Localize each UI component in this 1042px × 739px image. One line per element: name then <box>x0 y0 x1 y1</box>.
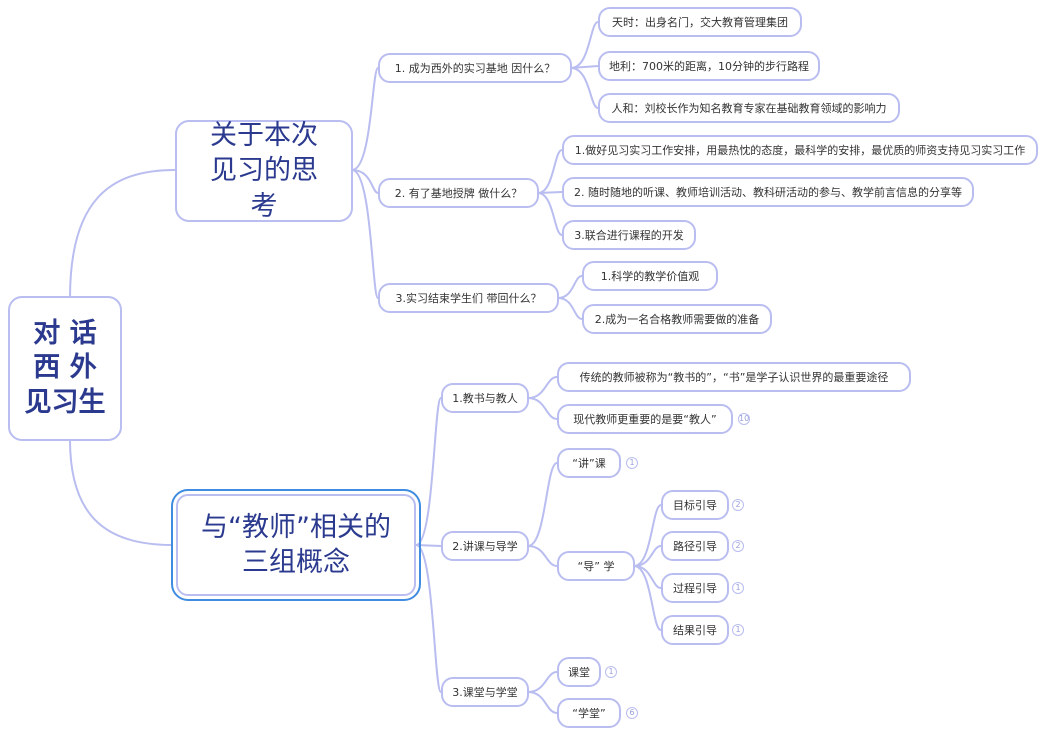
question-1-label: 1. 成为西外的实习基地 因什么？ <box>394 62 556 75</box>
concept-1-node[interactable]: 1.教书与教人 <box>441 383 529 413</box>
c3-item-xuetang[interactable]: “学堂” <box>557 698 621 728</box>
q2-item-3-label: 3.联合进行课程的开发 <box>574 229 684 242</box>
q2-item-1[interactable]: 1.做好见习实习工作安排，用最热忱的态度，最科学的安排，最优质的师资支持见习实习… <box>562 135 1038 165</box>
c1-item-modern[interactable]: 现代教师更重要的是要“教人” <box>557 404 733 434</box>
q3-item-2[interactable]: 2.成为一名合格教师需要做的准备 <box>582 304 772 334</box>
c2-item-jiang-label: “讲”课 <box>572 457 606 470</box>
dao-goal-count-badge: 2 <box>732 499 744 511</box>
question-3-label: 3.实习结束学生们 带回什么？ <box>395 292 542 305</box>
branch-reflection-label: 关于本次见习的思考 <box>210 120 318 222</box>
branch-teacher-concepts-label: 与“教师”相关的三组概念 <box>201 511 391 578</box>
c1-item-traditional-label: 传统的教师被称为“教书的”，“书”是学子认识世界的最重要途径 <box>579 371 889 384</box>
dao-item-result[interactable]: 结果引导 <box>661 615 729 645</box>
dao-item-process[interactable]: 过程引导 <box>661 573 729 603</box>
branch-reflection[interactable]: 关于本次见习的思考 <box>175 120 353 222</box>
q2-item-2-label: 2. 随时随地的听课、教师培训活动、教科研活动的参与、教学前言信息的分享等 <box>574 186 962 199</box>
dao-item-path-label: 路径引导 <box>673 540 717 553</box>
c3-ketang-count-badge: 1 <box>605 666 617 678</box>
root-topic-label: 对 话 西 外 见习生 <box>24 317 106 418</box>
c3-item-ketang[interactable]: 课堂 <box>557 657 601 687</box>
branch-teacher-concepts[interactable]: 与“教师”相关的三组概念 <box>171 489 421 601</box>
c3-item-xuetang-label: “学堂” <box>572 707 606 720</box>
q1-item-dili-label: 地利：700米的距离，10分钟的步行路程 <box>609 60 809 73</box>
c2-jiang-count-badge: 1 <box>626 457 638 469</box>
c2-item-dao-label: “导” 学 <box>577 560 615 573</box>
root-topic[interactable]: 对 话 西 外 见习生 <box>8 296 122 441</box>
c1-item-modern-label: 现代教师更重要的是要“教人” <box>573 413 717 426</box>
question-3-node[interactable]: 3.实习结束学生们 带回什么？ <box>378 283 559 313</box>
q3-item-1-label: 1.科学的教学价值观 <box>600 270 700 283</box>
dao-path-count-badge: 2 <box>732 540 744 552</box>
question-2-label: 2. 有了基地授牌 做什么？ <box>394 187 523 200</box>
q2-item-1-label: 1.做好见习实习工作安排，用最热忱的态度，最科学的安排，最优质的师资支持见习实习… <box>574 144 1026 157</box>
c2-item-dao[interactable]: “导” 学 <box>557 551 635 581</box>
q1-item-renhe-label: 人和：刘校长作为知名教育专家在基础教育领域的影响力 <box>611 102 887 115</box>
c2-item-jiang[interactable]: “讲”课 <box>557 448 621 478</box>
c3-item-ketang-label: 课堂 <box>568 666 590 679</box>
q2-item-2[interactable]: 2. 随时随地的听课、教师培训活动、教科研活动的参与、教学前言信息的分享等 <box>562 177 974 207</box>
concept-1-label: 1.教书与教人 <box>452 392 518 405</box>
concept-2-label: 2.讲课与导学 <box>452 540 518 553</box>
q3-item-1[interactable]: 1.科学的教学价值观 <box>582 261 718 291</box>
q1-item-renhe[interactable]: 人和：刘校长作为知名教育专家在基础教育领域的影响力 <box>598 93 900 123</box>
dao-item-path[interactable]: 路径引导 <box>661 531 729 561</box>
q1-item-tianshi-label: 天时：出身名门，交大教育管理集团 <box>612 16 788 29</box>
question-1-node[interactable]: 1. 成为西外的实习基地 因什么？ <box>378 53 572 83</box>
concept-3-node[interactable]: 3.课堂与学堂 <box>441 677 529 707</box>
q1-item-dili[interactable]: 地利：700米的距离，10分钟的步行路程 <box>598 51 820 81</box>
concept-2-node[interactable]: 2.讲课与导学 <box>441 531 529 561</box>
c3-xuetang-count-badge: 6 <box>626 707 638 719</box>
dao-result-count-badge: 1 <box>732 624 744 636</box>
concept-3-label: 3.课堂与学堂 <box>452 686 518 699</box>
c1-modern-count-badge: 10 <box>738 413 750 425</box>
dao-item-goal-label: 目标引导 <box>673 499 717 512</box>
dao-process-count-badge: 1 <box>732 582 744 594</box>
dao-item-process-label: 过程引导 <box>673 582 717 595</box>
q2-item-3[interactable]: 3.联合进行课程的开发 <box>562 220 696 250</box>
q1-item-tianshi[interactable]: 天时：出身名门，交大教育管理集团 <box>598 7 802 37</box>
q3-item-2-label: 2.成为一名合格教师需要做的准备 <box>594 313 760 326</box>
dao-item-goal[interactable]: 目标引导 <box>661 490 729 520</box>
dao-item-result-label: 结果引导 <box>673 624 717 637</box>
c1-item-traditional[interactable]: 传统的教师被称为“教书的”，“书”是学子认识世界的最重要途径 <box>557 362 911 392</box>
question-2-node[interactable]: 2. 有了基地授牌 做什么？ <box>378 178 539 208</box>
